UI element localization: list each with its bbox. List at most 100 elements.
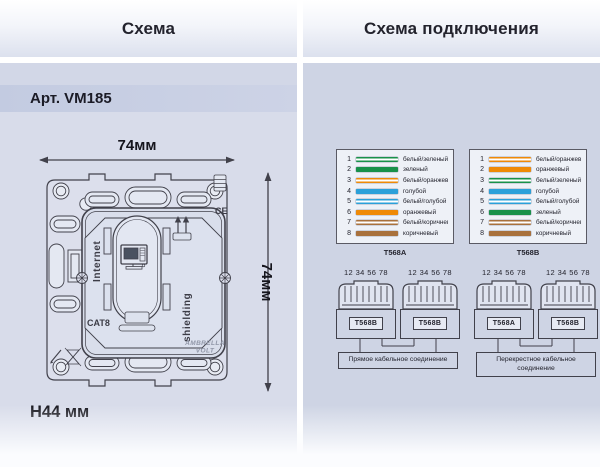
connector-body: T568B: [336, 308, 396, 339]
wire-pin-number: 1: [347, 155, 351, 163]
straight-cable-caption: Прямое кабельное соединение: [338, 351, 458, 369]
wire-pin-number: 3: [480, 176, 484, 184]
table-caption-t568a: T568A: [383, 247, 407, 257]
wire-row: 2 оранжевый: [470, 165, 586, 176]
connection-scheme-panel: 1 белый/зеленый 2 зеленый 3 белый/оранжевый 4 г…: [303, 63, 600, 467]
brand-name: AMBRELLA: [184, 340, 225, 347]
wire-color-bar: [489, 156, 531, 162]
spacer-band: [0, 63, 297, 85]
pencil-icon: [50, 349, 62, 364]
keystone-module: Internet shielding CAT8: [76, 207, 231, 359]
wire-pin-number: 4: [480, 187, 484, 195]
wire-row: 4 голубой: [470, 186, 586, 197]
horizontal-divider: [0, 57, 600, 63]
wire-pin-number: 2: [480, 166, 484, 174]
connector-standard-label: T568A: [486, 317, 522, 331]
wire-color-label: белый/голубой: [403, 198, 447, 206]
wire-color-bar: [356, 177, 398, 183]
rj45-plug-icon: [476, 280, 532, 309]
height-dimension-label: 74мм: [258, 263, 275, 302]
wire-color-label: белый/оранжевый: [536, 155, 581, 163]
wire-row: 7 белый/коричневый: [337, 218, 453, 229]
wire-color-bar: [356, 209, 398, 215]
wire-color-bar: [356, 230, 398, 236]
cat-label: CAT8: [87, 318, 110, 328]
wire-color-label: белый/зеленый: [536, 176, 581, 184]
wire-pin-number: 5: [347, 198, 351, 206]
grille-logo-icon: [213, 174, 227, 192]
rj45-connector: 12 34 56 78 T568B: [538, 268, 598, 339]
pin-numbers: 12 34 56 78: [343, 267, 389, 277]
internet-label: Internet: [92, 240, 103, 282]
wire-color-bar: [489, 220, 531, 226]
cable-diagrams: 12 34 56 78 T568B 12 34 56 78: [303, 268, 600, 378]
rj45-plug-icon: [338, 280, 394, 309]
article-number: Арт. VM185: [0, 85, 297, 112]
rj45-connector: 12 34 56 78 T568A: [474, 268, 534, 339]
connector-standard-label: T568B: [412, 317, 448, 331]
rj45-connector: 12 34 56 78 T568B: [400, 268, 460, 339]
wire-color-label: белый/зеленый: [403, 155, 448, 163]
pin-numbers: 12 34 56 78: [407, 267, 453, 277]
width-dimension: 74мм: [39, 137, 235, 164]
wire-pin-number: 8: [480, 229, 484, 237]
connector-standard-label: T568B: [550, 317, 586, 331]
wiring-table-t568b: 1 белый/оранжевый 2 оранжевый 3 белый/зеленый…: [469, 149, 587, 257]
wire-color-label: белый/коричневый: [403, 219, 448, 227]
wire-color-label: голубой: [403, 187, 427, 195]
scheme-header: Схема: [0, 0, 297, 57]
wire-color-bar: [489, 188, 531, 194]
wire-pin-number: 3: [347, 176, 351, 184]
wire-pin-number: 1: [480, 155, 484, 163]
wire-color-label: зеленый: [403, 166, 428, 174]
pin-numbers: 12 34 56 78: [481, 267, 527, 277]
wire-color-bar: [489, 230, 531, 236]
pin-numbers: 12 34 56 78: [545, 267, 591, 277]
wire-pin-number: 7: [347, 219, 351, 227]
wire-pin-number: 4: [347, 187, 351, 195]
device-dimension-diagram: 74мм 74мм Н44 мм: [30, 137, 275, 421]
wire-color-bar: [489, 167, 531, 173]
wire-row: 3 белый/оранжевый: [337, 175, 453, 186]
wire-pin-number: 2: [347, 166, 351, 174]
straight-cable-diagram: 12 34 56 78 T568B 12 34 56 78: [336, 268, 460, 378]
wire-color-bar: [489, 209, 531, 215]
wire-color-bar: [356, 188, 398, 194]
rj45-plug-icon: [402, 280, 458, 309]
wire-color-label: коричневый: [403, 229, 438, 237]
wire-color-label: белый/голубой: [536, 198, 580, 206]
wire-color-label: коричневый: [536, 229, 571, 237]
top-mounting-slots: [84, 186, 212, 209]
table-caption-t568b: T568B: [516, 247, 540, 257]
side-screws: [76, 272, 231, 284]
wire-color-bar: [356, 199, 398, 205]
wire-color-label: оранжевый: [536, 166, 570, 174]
scheme-panel: Арт. VM185 74мм 74мм Н44 мм: [0, 63, 297, 467]
wire-color-bar: [356, 220, 398, 226]
section-headers: Схема Схема подключения: [0, 0, 600, 57]
connection-scheme-header: Схема подключения: [303, 0, 600, 57]
height-dimension: 74мм: [258, 172, 275, 392]
brand-name-line2: VOLT: [196, 348, 215, 355]
cable-lines: [497, 338, 575, 352]
depth-dimension-label: Н44 мм: [30, 403, 89, 421]
wire-color-bar: [489, 199, 531, 205]
wire-color-bar: [356, 167, 398, 173]
crossover-cable-diagram: 12 34 56 78 T568A 12 34 56 78: [474, 268, 598, 378]
wire-color-label: белый/оранжевый: [403, 176, 448, 184]
wire-row: 5 белый/голубой: [337, 196, 453, 207]
connector-body: T568A: [474, 308, 534, 339]
wire-color-label: голубой: [536, 187, 560, 195]
computer-icon: [120, 244, 148, 270]
wire-row: 4 голубой: [337, 186, 453, 197]
wire-color-label: белый/коричневый: [536, 219, 581, 227]
wire-color-bar: [489, 177, 531, 183]
header-divider: [297, 0, 303, 57]
rj45-plug-icon: [540, 280, 596, 309]
